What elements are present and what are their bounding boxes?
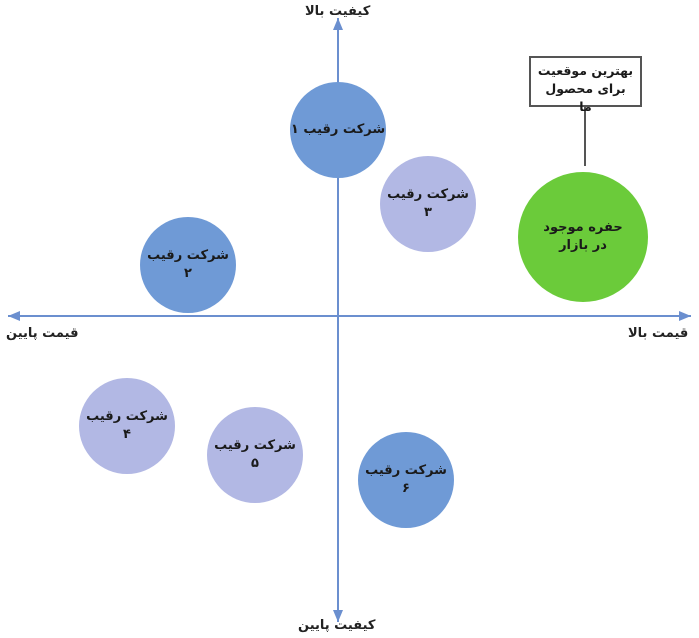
arrow-down-icon — [333, 610, 343, 622]
competitor-label: شرکت رقیب — [86, 409, 168, 425]
competitor-number: ۲ — [184, 266, 192, 281]
best-position-callout: بهترین موقعیت برای محصول ما — [529, 56, 642, 114]
competitor-number: ۳ — [424, 205, 432, 220]
competitor-number: ۵ — [251, 456, 259, 471]
competitor-label: شرکت رقیب — [387, 187, 469, 203]
axis-label-bottom: کیفیت پایین — [298, 618, 376, 633]
axis-label-top: کیفیت بالا — [305, 4, 371, 19]
callout-line2: برای محصول ما — [545, 81, 626, 115]
axis-label-right: قیمت بالا — [628, 326, 689, 341]
competitor-label: شرکت رقیب — [214, 438, 296, 454]
competitor-2-circle: شرکت رقیب ۲ — [140, 217, 236, 313]
arrow-right-icon — [679, 311, 691, 321]
callout-line1: بهترین موقعیت — [537, 63, 634, 78]
competitor-6-circle: شرکت رقیب ۶ — [358, 432, 454, 528]
competitor-1-circle: شرکت رقیب ۱ — [290, 82, 386, 178]
competitor-4-circle: شرکت رقیب ۴ — [79, 378, 175, 474]
arrow-left-icon — [8, 311, 20, 321]
competitor-number: ۴ — [123, 427, 131, 442]
market-gap-line2: در بازار — [559, 238, 607, 253]
arrow-up-icon — [333, 18, 343, 30]
axis-label-left: قیمت پایین — [6, 326, 79, 341]
market-gap-circle: حفره موجود در بازار — [518, 172, 648, 302]
market-gap-line1: حفره موجود — [543, 220, 623, 236]
competitor-number: ۶ — [402, 481, 410, 496]
competitor-3-circle: شرکت رقیب ۳ — [380, 156, 476, 252]
competitor-label: شرکت رقیب ۱ — [290, 122, 386, 138]
competitor-label: شرکت رقیب — [147, 248, 229, 264]
competitor-5-circle: شرکت رقیب ۵ — [207, 407, 303, 503]
competitor-label: شرکت رقیب — [365, 463, 447, 479]
